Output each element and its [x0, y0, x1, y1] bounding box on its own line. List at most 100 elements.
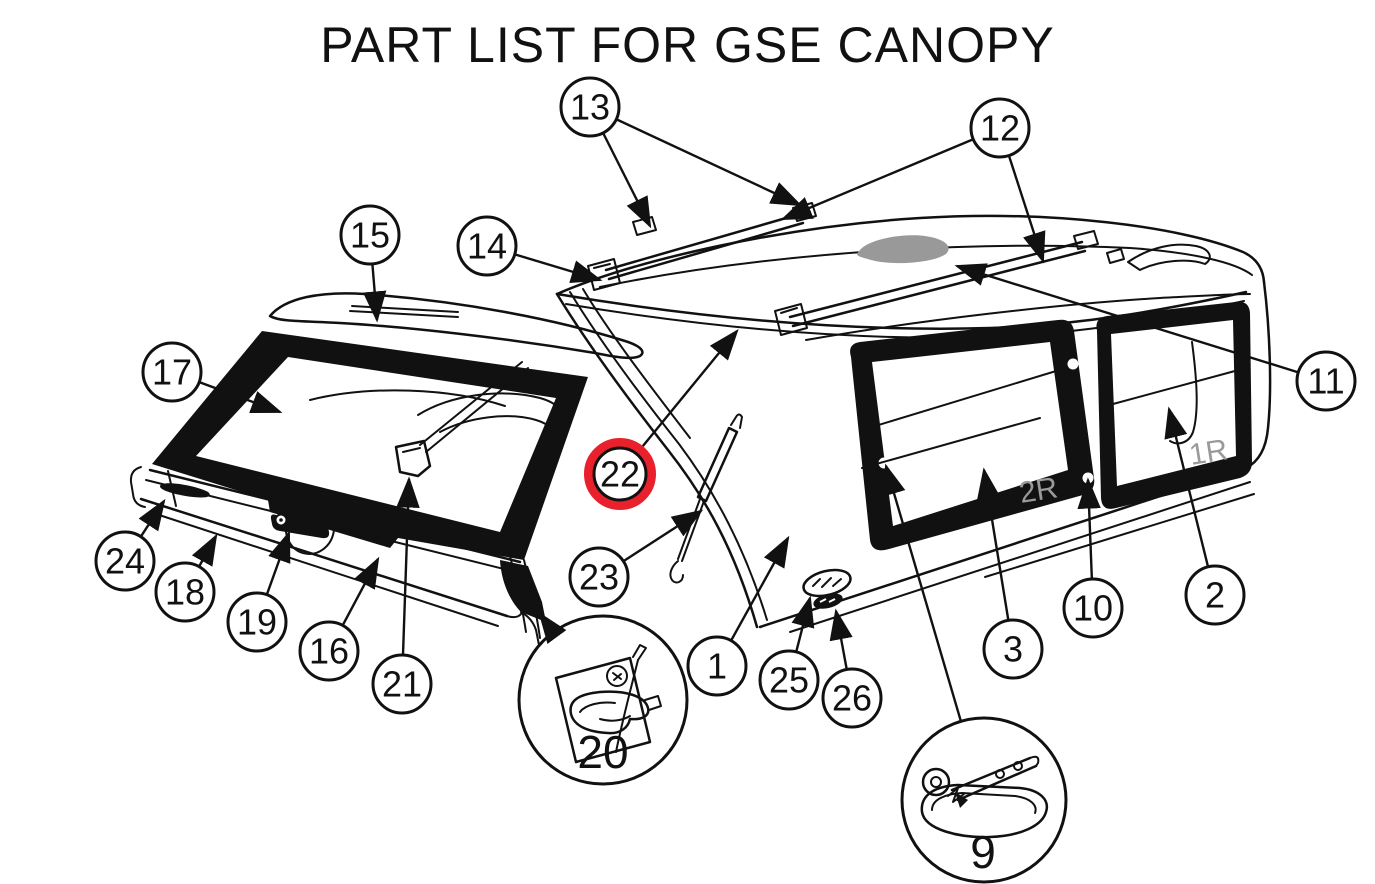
leader-line	[265, 530, 291, 596]
window-label-1R: 1R	[1187, 433, 1230, 472]
window-labels: 2R 1R	[1017, 433, 1230, 510]
callout-number: 26	[832, 678, 872, 719]
detail-callout-20: 20	[517, 611, 689, 786]
callout-number: 18	[165, 572, 205, 613]
callout-2: 2	[1164, 406, 1246, 626]
page-title: PART LIST FOR GSE CANOPY	[320, 17, 1055, 73]
callout-15: 15	[339, 204, 401, 323]
callout-circle	[568, 546, 630, 608]
hatch-corner-latch-area	[500, 555, 546, 646]
callout-number: 13	[570, 87, 610, 128]
leader-line	[1164, 406, 1210, 568]
leader-line	[601, 132, 652, 229]
callout-number: 19	[237, 602, 277, 643]
callout-circle	[1295, 350, 1357, 412]
callout-number: 25	[769, 660, 809, 701]
front-vent-badges	[802, 568, 852, 609]
callout-number: 3	[1003, 629, 1023, 670]
detail-number: 9	[970, 826, 996, 878]
callout-circle	[298, 620, 360, 682]
callout-number: 10	[1073, 588, 1113, 629]
detail-circle	[517, 614, 689, 786]
callout-circle	[969, 97, 1031, 159]
detail-number: 20	[577, 726, 628, 778]
callout-circle	[758, 649, 820, 711]
callout-number: 12	[980, 108, 1020, 149]
leader-line	[977, 467, 1010, 621]
detail-callout-9: 9	[882, 463, 1068, 884]
callout-circle	[456, 215, 518, 277]
callout-circle	[982, 618, 1044, 680]
callout-25: 25	[758, 595, 820, 711]
canopy-body	[555, 202, 1272, 633]
callout-number: 14	[467, 226, 507, 267]
callout-number: 15	[350, 215, 390, 256]
leader-line	[954, 263, 1299, 374]
leader-line	[730, 535, 790, 642]
leader-line	[514, 253, 603, 283]
callout-number: 21	[382, 664, 422, 705]
callout-16: 16	[298, 556, 380, 682]
callout-circle	[1184, 564, 1246, 626]
hatch-handle	[270, 501, 336, 555]
leader-line	[622, 509, 704, 563]
callout-14: 14	[456, 215, 603, 283]
callout-10: 10	[1062, 477, 1124, 639]
callout-1: 1	[686, 535, 790, 697]
callout-number: 22	[600, 454, 640, 495]
callout-number: 24	[105, 541, 145, 582]
callout-number: 1	[707, 646, 727, 687]
callout-layer: 20 9 13 12 15 14 17 11 22 23 24 18 19 16 21 1 25 26 3 10 2	[94, 76, 1357, 884]
callout-21: 21	[371, 476, 433, 715]
callout-13: 13	[559, 76, 803, 229]
leader-line	[829, 608, 853, 670]
leader-line	[615, 118, 803, 207]
leader-line	[396, 476, 420, 656]
leader-line	[1007, 155, 1046, 264]
window-fastener-dot	[1067, 358, 1079, 370]
callout-19: 19	[226, 530, 291, 653]
hatch-window-frame	[152, 331, 588, 560]
roof-crossbar-front	[587, 202, 817, 291]
window-label-2R: 2R	[1017, 471, 1060, 510]
callout-number: 23	[579, 557, 619, 598]
latch-detail-art-20	[554, 644, 662, 764]
leader-line	[191, 533, 218, 568]
brand-logo-blob	[160, 483, 210, 498]
callout-number: 17	[152, 352, 192, 393]
callout-circle	[821, 667, 883, 729]
callout-circle	[686, 635, 748, 697]
callout-number: 11	[1307, 361, 1344, 402]
side-window-2R	[850, 319, 1095, 551]
callout-23: 23	[568, 509, 704, 608]
callout-circle	[94, 530, 156, 592]
leader-line	[882, 463, 963, 722]
detail-circle	[900, 716, 1068, 884]
leader-line	[198, 380, 283, 414]
callout-circle	[339, 204, 401, 266]
callout-3: 3	[977, 467, 1044, 680]
roof-patch	[857, 235, 949, 264]
callout-circle	[226, 591, 288, 653]
leader-line	[341, 556, 380, 626]
callout-circle	[1062, 577, 1124, 639]
callout-circle	[141, 341, 203, 403]
callout-number: 16	[309, 631, 349, 672]
callout-11: 11	[954, 263, 1357, 412]
leader-line	[791, 595, 815, 653]
latch-detail-art-9	[920, 755, 1049, 839]
leader-line	[1077, 477, 1101, 580]
callout-24: 24	[94, 498, 166, 592]
leader-line	[538, 611, 567, 644]
roof-rail-end	[1127, 243, 1211, 271]
callout-22: 22	[584, 328, 739, 510]
hatch-stay	[394, 361, 529, 478]
leader-line	[641, 328, 739, 447]
leader-line	[362, 263, 387, 323]
callout-number: 2	[1205, 575, 1225, 616]
leader-line	[138, 498, 166, 538]
callout-circle	[154, 561, 216, 623]
callout-18: 18	[154, 533, 218, 623]
